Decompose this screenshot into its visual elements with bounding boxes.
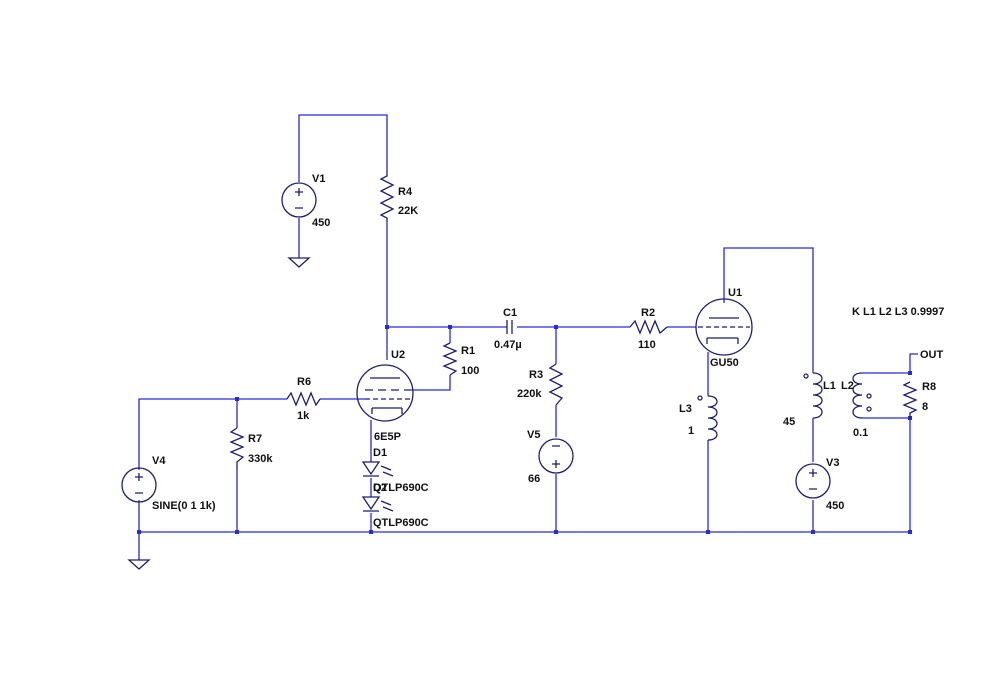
label-u1-value: GU50 xyxy=(710,357,739,369)
label-r7-value: 330k xyxy=(248,453,273,465)
inductor-l3 xyxy=(697,395,718,441)
label-c1-name: C1 xyxy=(503,307,517,319)
label-r8-value: 8 xyxy=(922,401,928,413)
wire-r1-bottom xyxy=(410,375,451,391)
label-r6-name: R6 xyxy=(297,376,311,388)
label-coupling: K L1 L2 L3 0.9997 xyxy=(852,306,944,318)
label-out: OUT xyxy=(920,349,944,361)
label-r2-value: 110 xyxy=(638,339,656,351)
junction-dot xyxy=(706,530,710,534)
label-v1-value: 450 xyxy=(312,217,330,229)
label-u1-name: U1 xyxy=(728,287,742,299)
wire-out xyxy=(909,353,918,373)
label-r3-value: 220k xyxy=(517,388,542,400)
ground-symbol-main xyxy=(127,559,151,570)
label-u2-name: U2 xyxy=(391,349,405,361)
label-d1-value: QTLP690C xyxy=(373,482,429,494)
resistor-r2 xyxy=(629,319,668,335)
vacuum-tube-u1 xyxy=(695,298,753,356)
junction-dot xyxy=(235,530,239,534)
label-v3-value: 450 xyxy=(826,500,844,512)
label-v1-name: V1 xyxy=(312,173,325,185)
wire-v1-top xyxy=(298,114,388,182)
label-l2-name: L2 xyxy=(841,380,854,392)
label-d2-value: QTLP690C xyxy=(373,517,429,529)
label-r2-name: R2 xyxy=(641,307,655,319)
label-v4-name: V4 xyxy=(152,455,166,467)
label-r4-value: 22K xyxy=(398,205,418,217)
label-l3-value: 1 xyxy=(688,425,694,437)
resistor-r4 xyxy=(379,170,395,222)
resistor-r3 xyxy=(548,363,564,406)
resistor-r1 xyxy=(442,342,458,376)
junction-dot xyxy=(811,530,815,534)
label-l1-value: 45 xyxy=(783,416,795,428)
label-v5-name: V5 xyxy=(527,429,540,441)
label-r7-name: R7 xyxy=(248,433,262,445)
voltage-source-v1 xyxy=(281,182,317,218)
label-r4-name: R4 xyxy=(398,186,413,198)
led-d2 xyxy=(361,496,394,512)
inductor-l2 xyxy=(852,372,872,419)
label-u2-value: 6E5P xyxy=(374,431,401,443)
inductor-l1 xyxy=(803,372,823,419)
label-r3-name: R3 xyxy=(529,369,543,381)
resistor-r6 xyxy=(286,391,321,407)
label-r8-name: R8 xyxy=(922,381,936,393)
label-r1-value: 100 xyxy=(461,365,479,377)
junction-dot xyxy=(554,530,558,534)
capacitor-c1 xyxy=(506,320,513,334)
junction-dot xyxy=(908,371,912,375)
label-l2-value: 0.1 xyxy=(853,427,868,439)
labels: V1 450 R4 22K C1 0.47µ R2 110 U1 GU50 K … xyxy=(152,173,944,529)
junction-dot xyxy=(385,325,389,329)
label-v5-value: 66 xyxy=(528,473,540,485)
wire-u1-plate xyxy=(723,247,814,373)
label-d1-name: D1 xyxy=(373,447,387,459)
voltage-source-v4 xyxy=(121,467,157,503)
ground-symbol-v1 xyxy=(287,257,311,268)
label-c1-value: 0.47µ xyxy=(494,339,522,351)
junction-dot xyxy=(554,325,558,329)
junctions xyxy=(137,325,912,534)
junction-dot xyxy=(235,397,239,401)
resistor-r8 xyxy=(902,381,918,418)
junction-dot xyxy=(448,325,452,329)
label-l3-name: L3 xyxy=(679,403,692,415)
label-r1-name: R1 xyxy=(461,345,475,357)
label-d2-name: D2 xyxy=(373,482,387,494)
voltage-source-v5 xyxy=(538,438,574,474)
resistor-r7 xyxy=(229,427,245,470)
label-v3-name: V3 xyxy=(826,457,839,469)
led-d1 xyxy=(361,461,394,477)
vacuum-tube-u2 xyxy=(356,364,414,422)
label-v4-value: SINE(0 1 1k) xyxy=(152,500,216,512)
voltage-source-v3 xyxy=(795,463,831,499)
junction-dot xyxy=(137,530,141,534)
label-l1-name: L1 xyxy=(823,380,836,392)
junction-dot xyxy=(908,530,912,534)
label-r6-value: 1k xyxy=(297,410,310,422)
junction-dot xyxy=(369,530,373,534)
